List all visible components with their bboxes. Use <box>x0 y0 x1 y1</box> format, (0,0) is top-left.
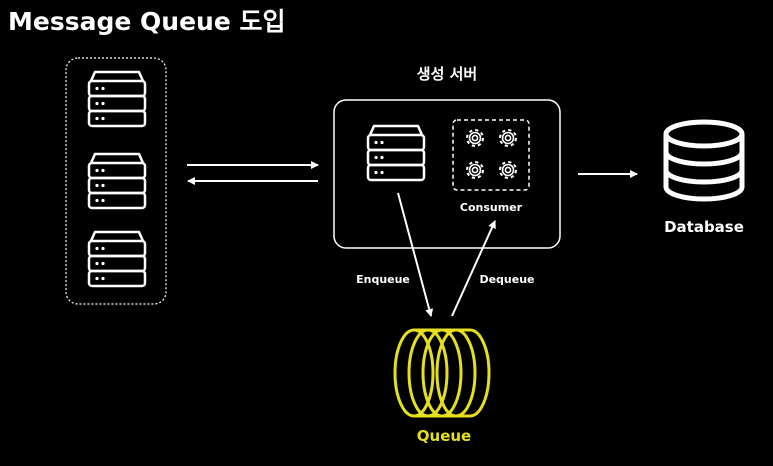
consumer-box <box>452 119 530 191</box>
dequeue-label: Dequeue <box>479 273 534 286</box>
gear-icon <box>466 129 484 147</box>
page-title: Message Queue 도입 <box>8 7 285 36</box>
producer-server-box <box>333 99 561 249</box>
producer-server-title: 생성 서버 <box>417 65 477 83</box>
client-server-icon-3 <box>87 230 147 288</box>
dequeue-arrow <box>451 220 496 317</box>
enqueue-arrow <box>397 192 434 317</box>
queue-icon <box>393 328 491 418</box>
gear-icon <box>499 161 517 179</box>
client-group-box <box>65 57 167 305</box>
enqueue-label: Enqueue <box>356 273 410 286</box>
producer-server-icon <box>366 124 426 182</box>
database-icon <box>663 119 745 202</box>
consumer-label: Consumer <box>460 201 523 214</box>
client-server-icon-1 <box>87 70 147 128</box>
client-server-icon-2 <box>87 152 147 210</box>
gear-icon <box>499 129 517 147</box>
queue-label: Queue <box>417 427 471 445</box>
gear-icon <box>466 161 484 179</box>
database-label: Database <box>664 218 744 236</box>
